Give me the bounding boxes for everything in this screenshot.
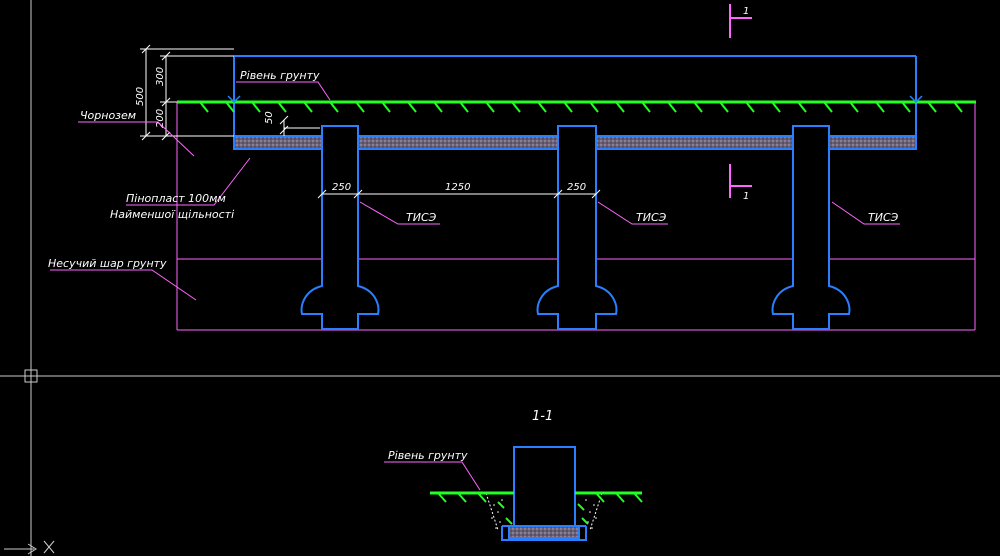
tise-pile-left <box>300 125 380 330</box>
ground-hatch-tick <box>537 101 547 113</box>
label-pile-left: ТИСЭ <box>406 211 437 224</box>
label-foam-line1: Пінопласт 100мм <box>126 192 226 205</box>
section-title: 1-1 <box>532 409 553 424</box>
ground-hatch-tick <box>433 101 443 113</box>
label-bearing-layer: Несучий шар грунту <box>48 257 167 270</box>
ground-hatch-tick <box>901 101 911 113</box>
ground-hatch-tick <box>225 101 235 113</box>
ground-hatch-tick <box>303 101 313 113</box>
ground-hatch-tick <box>511 101 521 113</box>
section-soil-edge <box>485 492 603 531</box>
section-soil-dots <box>491 499 597 529</box>
ground-hatch-tick <box>355 101 365 113</box>
section-beam <box>501 446 587 541</box>
horizontal-dimensions <box>317 189 601 199</box>
label-chernozem: Чорнозем <box>80 109 136 122</box>
ground-hatch-tick <box>953 101 963 113</box>
ground-hatch-tick <box>199 101 209 113</box>
dim-pile-width-middle: 250 <box>567 182 586 193</box>
section-ground-hatching <box>437 492 643 525</box>
label-ground-level: Рівень грунту <box>240 69 320 82</box>
ground-hatch-tick <box>797 101 807 113</box>
ground-level-arrows <box>227 95 923 104</box>
ground-hatch-tick <box>719 101 729 113</box>
tise-pile-middle <box>536 125 618 330</box>
section-foam-strip <box>508 525 580 539</box>
dim-upper-part: 300 <box>155 67 166 86</box>
ground-hatch-tick <box>641 101 651 113</box>
offset-dimension <box>279 115 320 136</box>
dim-lower-part: 200 <box>155 109 166 128</box>
section-mark-bottom-number: 1 <box>743 191 749 202</box>
ground-hatch-tick <box>615 101 625 113</box>
ground-hatch-tick <box>589 101 599 113</box>
ground-hatch-tick <box>329 101 339 113</box>
ground-hatch-tick <box>277 101 287 113</box>
ground-hatch-tick <box>927 101 937 113</box>
ground-hatch-tick <box>693 101 703 113</box>
ground-hatch-tick <box>459 101 469 113</box>
ground-hatch-tick <box>381 101 391 113</box>
dim-pile-width-left: 250 <box>332 182 351 193</box>
ground-hatching <box>199 101 963 113</box>
ground-hatch-tick <box>745 101 755 113</box>
dim-pile-spacing: 1250 <box>445 182 470 193</box>
section-leader <box>384 461 481 491</box>
label-pile-right: ТИСЭ <box>868 211 899 224</box>
ground-hatch-tick <box>485 101 495 113</box>
ground-hatch-tick <box>667 101 677 113</box>
ground-hatch-tick <box>849 101 859 113</box>
leader-lines <box>50 81 900 301</box>
ground-hatch-tick <box>823 101 833 113</box>
vertical-dimensions <box>140 44 234 141</box>
ground-hatch-tick <box>563 101 573 113</box>
ucs-icon <box>4 540 55 555</box>
dim-offset: 50 <box>264 111 275 124</box>
label-foam-line2: Найменшої щільності <box>110 208 234 221</box>
label-pile-middle: ТИСЭ <box>636 211 667 224</box>
section-mark-top-number: 1 <box>743 6 749 17</box>
ground-hatch-tick <box>407 101 417 113</box>
tise-pile-right <box>771 125 851 330</box>
section-mark-top <box>729 4 752 38</box>
ground-hatch-tick <box>875 101 885 113</box>
dim-total-height: 500 <box>135 87 146 106</box>
ground-hatch-tick <box>251 101 261 113</box>
ground-hatch-tick <box>771 101 781 113</box>
section-mark-bottom <box>729 164 752 198</box>
section-label-ground-level: Рівень грунту <box>388 449 468 462</box>
